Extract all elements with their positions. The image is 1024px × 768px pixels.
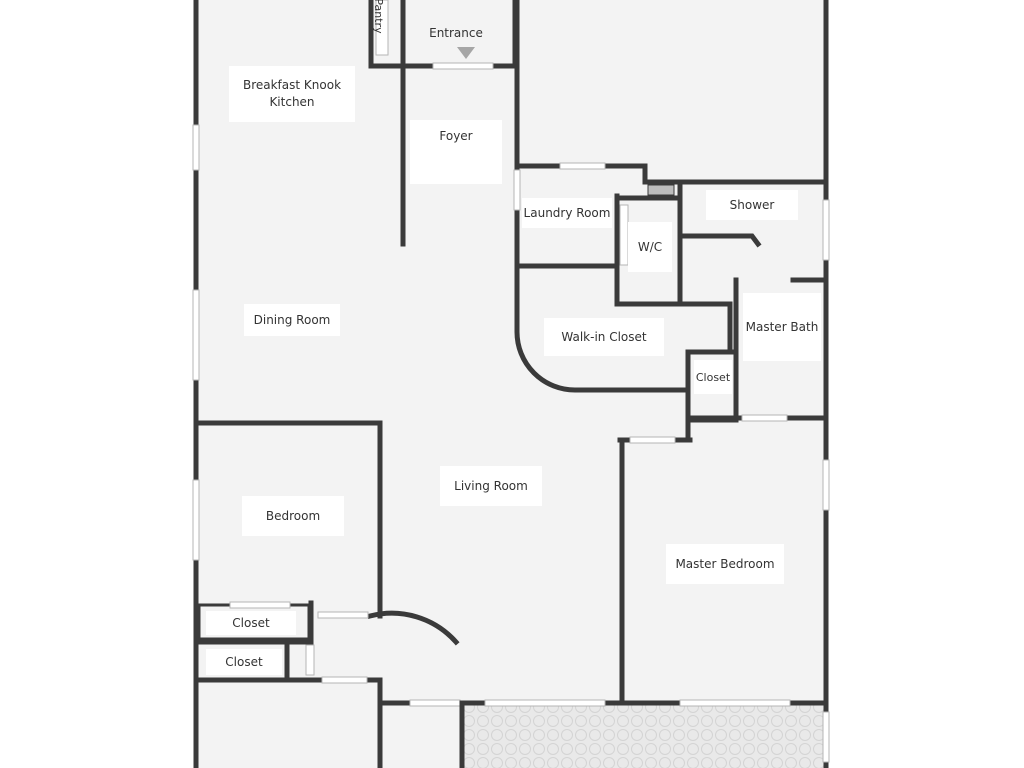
label-master-bath: Master Bath (743, 293, 821, 361)
south-window-3 (679, 699, 791, 707)
closet-1-door (229, 601, 291, 609)
window-west-3 (192, 479, 200, 561)
label-laundry-room: Laundry Room (522, 198, 612, 228)
label-living-room: Living Room (440, 466, 542, 506)
label-walk-in-closet: Walk-in Closet (544, 318, 664, 356)
label-bedroom: Bedroom (242, 496, 344, 536)
window-west-1 (192, 124, 200, 171)
label-master-bedroom: Master Bedroom (666, 544, 784, 584)
window-east-2 (822, 459, 830, 511)
laundry-window (513, 169, 521, 211)
bedroom-door-opening (317, 611, 369, 619)
walk-in-closet-arc-wall (514, 263, 691, 393)
label-breakfast-kitchen: Breakfast Knook Kitchen (229, 66, 355, 122)
south-window-1 (409, 699, 461, 707)
label-closet-2: Closet (206, 649, 282, 675)
bath-door (741, 414, 788, 422)
label-entrance: Entrance (429, 25, 483, 40)
label-foyer: Foyer (410, 120, 502, 184)
label-closet-1: Closet (206, 611, 296, 635)
south-window-2 (484, 699, 606, 707)
label-dining-room: Dining Room (244, 304, 340, 336)
bedroom-door-swing (366, 610, 460, 646)
vent-grille (647, 184, 675, 196)
patio-tiles (464, 703, 826, 768)
laundry-door-top (559, 162, 606, 170)
closet-2-door (305, 644, 315, 676)
label-closet-master: Closet (694, 360, 732, 394)
pantry-door (375, 0, 389, 56)
wc-door (619, 204, 629, 266)
label-pantry: Pantry (372, 0, 386, 34)
shower-partition (681, 233, 762, 248)
label-shower: Shower (706, 190, 798, 220)
window-west-2 (192, 289, 200, 381)
front-door (432, 62, 494, 70)
window-east-1 (822, 199, 830, 261)
entry-arrow (457, 47, 475, 59)
masterbed-door (629, 436, 676, 444)
label-wc: W/C (628, 222, 672, 272)
window-east-3 (822, 711, 830, 763)
lower-room-door (321, 676, 368, 684)
